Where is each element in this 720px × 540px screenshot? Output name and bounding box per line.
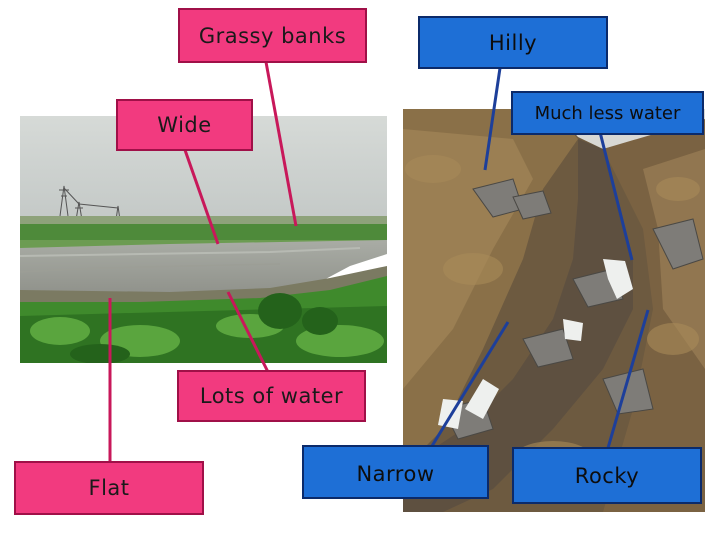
lowland-river-photo [20,116,387,363]
grassy-banks-label: Grassy banks [178,8,367,63]
rocky-label: Rocky [512,447,702,504]
lots-of-water-label: Lots of water [177,370,366,422]
upland-stream-image [403,109,705,512]
wide-label: Wide [116,99,253,151]
narrow-label: Narrow [302,445,489,499]
lowland-river-image [20,116,387,363]
hilly-label: Hilly [418,16,608,69]
flat-label: Flat [14,461,204,515]
much-less-water-label: Much less water [511,91,704,135]
upland-stream-photo [403,109,705,512]
